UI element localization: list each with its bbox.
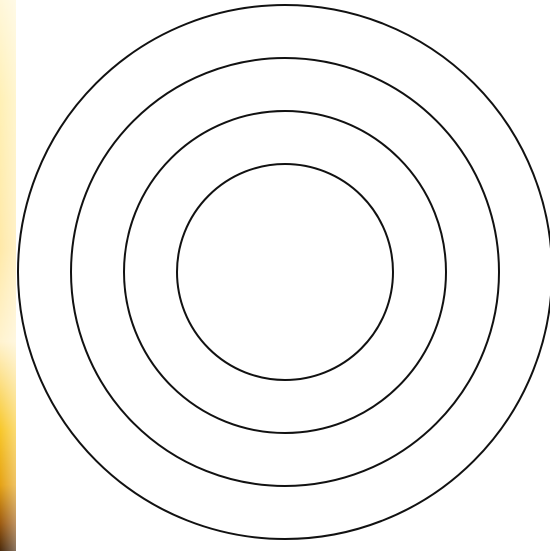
ring-outer (18, 5, 550, 539)
ring-inner (177, 164, 393, 380)
ring-third (124, 111, 446, 433)
ring-second (71, 58, 499, 486)
